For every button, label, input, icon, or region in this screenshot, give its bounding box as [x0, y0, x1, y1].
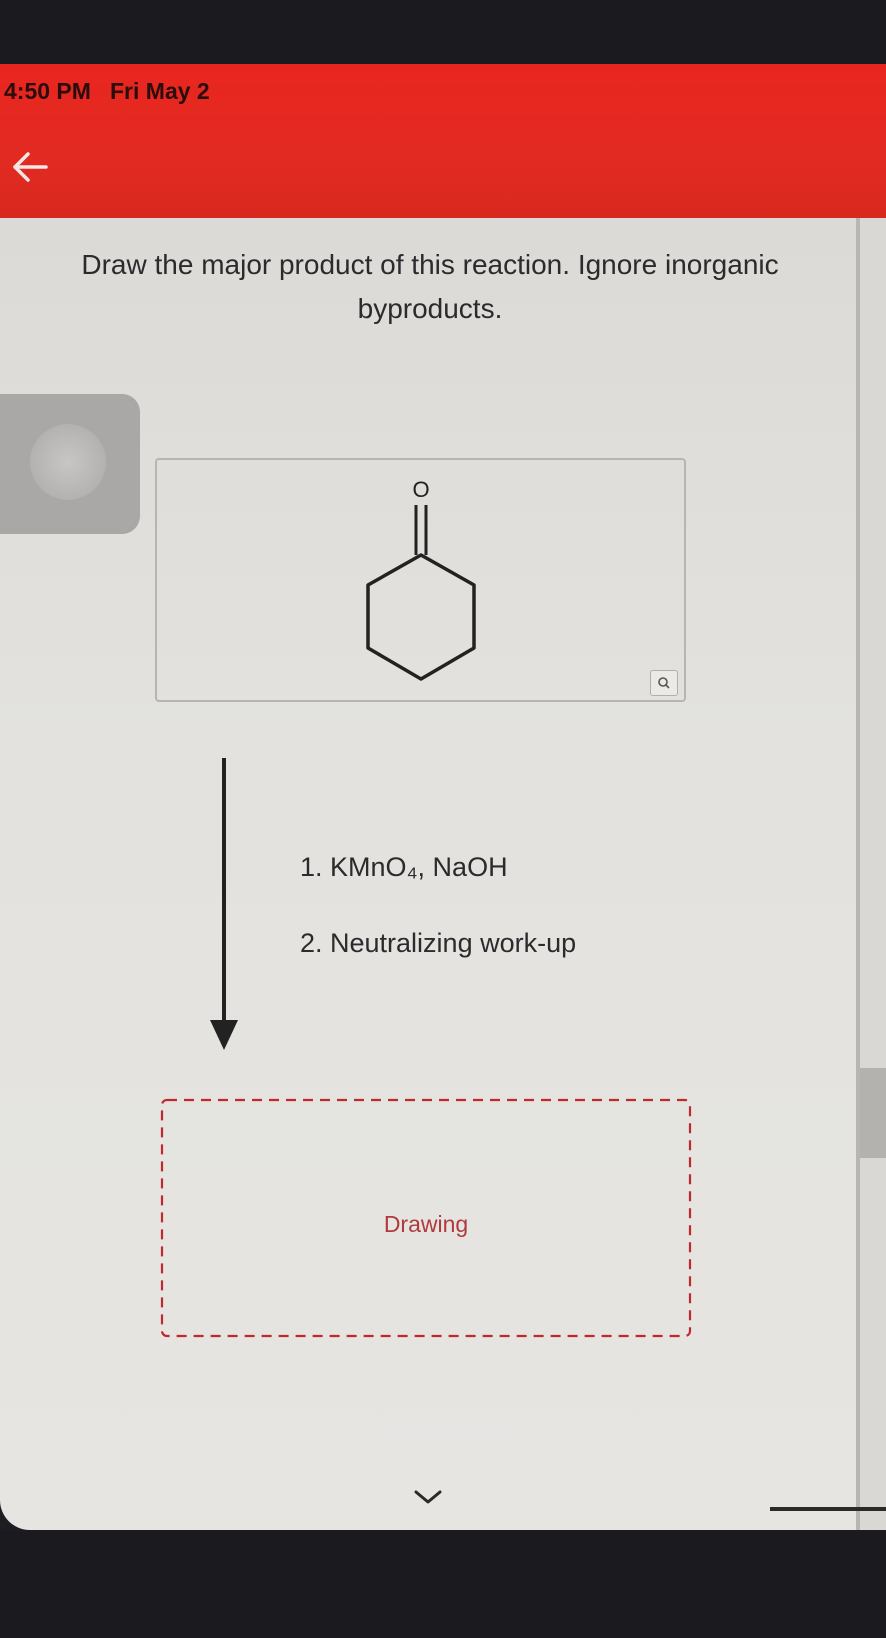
status-date: Fri May 2	[110, 78, 210, 104]
reactant-structure-box	[155, 458, 686, 702]
zoom-button[interactable]	[650, 670, 678, 696]
reagent-step-1: 1. KMnO₄, NaOH	[300, 852, 508, 882]
home-indicator	[770, 1507, 886, 1511]
reagent-step-2: 2. Neutralizing work-up	[300, 928, 577, 958]
question-text: Draw the major product of this reaction.…	[81, 249, 779, 324]
side-tab-button[interactable]	[0, 394, 140, 534]
scroll-down-button[interactable]	[408, 1484, 448, 1512]
side-panel-edge	[856, 218, 886, 1530]
side-panel-block	[860, 1068, 886, 1158]
status-time: 4:50 PM	[4, 78, 91, 104]
circle-icon	[30, 424, 106, 500]
chevron-down-icon	[414, 1490, 442, 1504]
magnifier-icon	[658, 677, 670, 689]
app-header	[0, 64, 886, 218]
arrow-left-icon	[13, 152, 48, 182]
back-button[interactable]	[8, 145, 52, 189]
device-top-bezel	[0, 0, 886, 64]
cyclohexanone-structure: O	[366, 477, 476, 681]
oxygen-atom-label: O	[412, 477, 429, 502]
device-bottom-bezel	[0, 1530, 886, 1638]
question-panel	[0, 218, 856, 1530]
reaction-arrow	[210, 758, 238, 1050]
drawing-label: Drawing	[383, 1211, 469, 1237]
drawing-area[interactable]	[160, 1098, 692, 1338]
